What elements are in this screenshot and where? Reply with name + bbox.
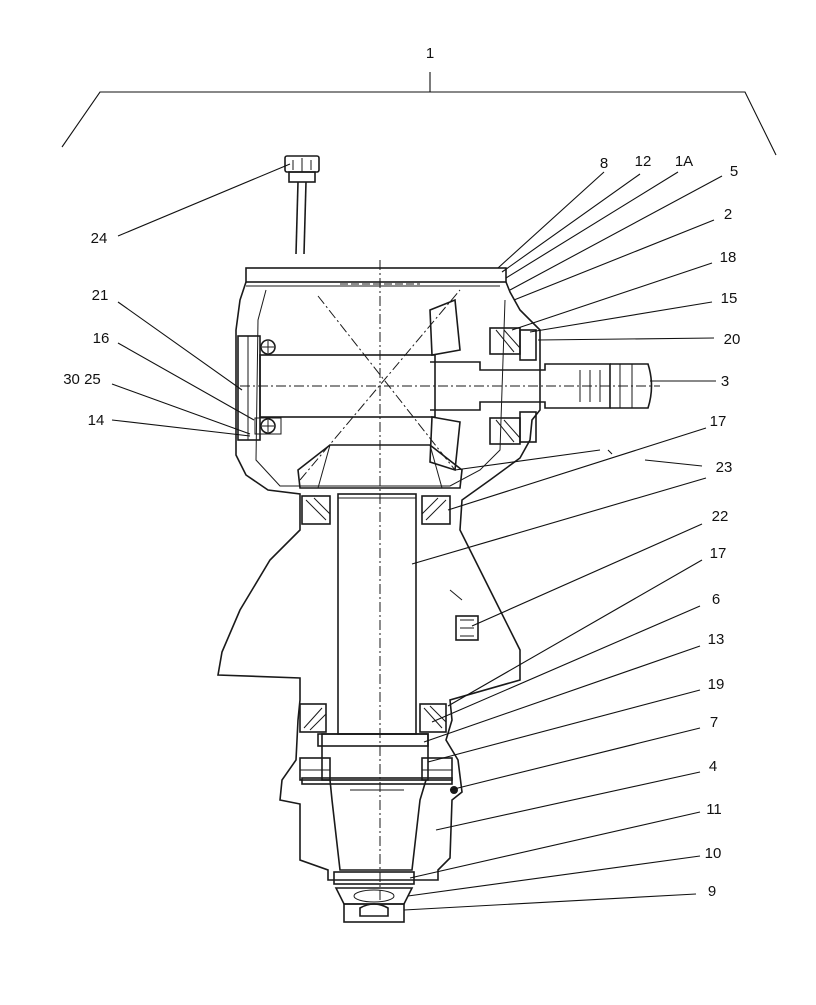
callout-9: 9 [708, 883, 716, 900]
callout-7: 7 [710, 714, 718, 731]
callout-24: 24 [91, 230, 108, 247]
output-bearing-upper-right [421, 495, 451, 525]
bevel-gear [297, 444, 463, 489]
oil-seal [299, 757, 453, 781]
callout-30-25: 30 25 [63, 371, 101, 388]
gearbox-housing [217, 267, 541, 881]
gear-pitch-lines [240, 260, 660, 900]
callout-20: 20 [724, 331, 741, 348]
callout-18: 18 [720, 249, 737, 266]
end-cap [343, 903, 405, 923]
callout-1a: 1A [675, 153, 693, 170]
callout-8: 8 [600, 155, 608, 172]
leader-lines [111, 163, 723, 911]
callout-11: 11 [706, 801, 722, 818]
assembly-label: 1 [426, 45, 434, 62]
callout-10: 10 [705, 845, 722, 862]
output-shaft [321, 493, 429, 871]
assembly-bracket: 1 [61, 45, 777, 156]
callout-3: 3 [721, 373, 729, 390]
callout-labels: 24 8 12 1A 5 2 18 15 20 21 16 30 25 14 3… [63, 153, 740, 900]
callout-19: 19 [708, 676, 725, 693]
callout-17-upper: 17 [710, 413, 727, 430]
output-bearing-lower-left [299, 703, 327, 733]
callout-16: 16 [93, 330, 110, 347]
callout-23: 23 [716, 459, 733, 476]
callout-21: 21 [92, 287, 109, 304]
callout-17-lower: 17 [710, 545, 727, 562]
output-bearing-lower-right [419, 703, 447, 733]
cap-bolt-top [260, 339, 276, 355]
callout-22: 22 [712, 508, 729, 525]
output-bearing-upper-left [301, 495, 331, 525]
callout-14: 14 [88, 412, 105, 429]
callout-15: 15 [721, 290, 738, 307]
shaft-nut [334, 887, 414, 905]
spacer-ring [317, 733, 429, 747]
shaft-bearing-lower [489, 411, 537, 445]
callout-2: 2 [724, 206, 732, 223]
cap-bolt-bottom [254, 417, 282, 435]
callout-12: 12 [635, 153, 652, 170]
side-fitting [449, 589, 479, 641]
callout-5: 5 [730, 163, 738, 180]
callout-4: 4 [709, 758, 717, 775]
callout-6: 6 [712, 591, 720, 608]
shaft-bearing-upper [489, 327, 537, 361]
dipstick-part [284, 155, 320, 255]
callout-13: 13 [708, 631, 725, 648]
lock-washer [333, 871, 415, 885]
